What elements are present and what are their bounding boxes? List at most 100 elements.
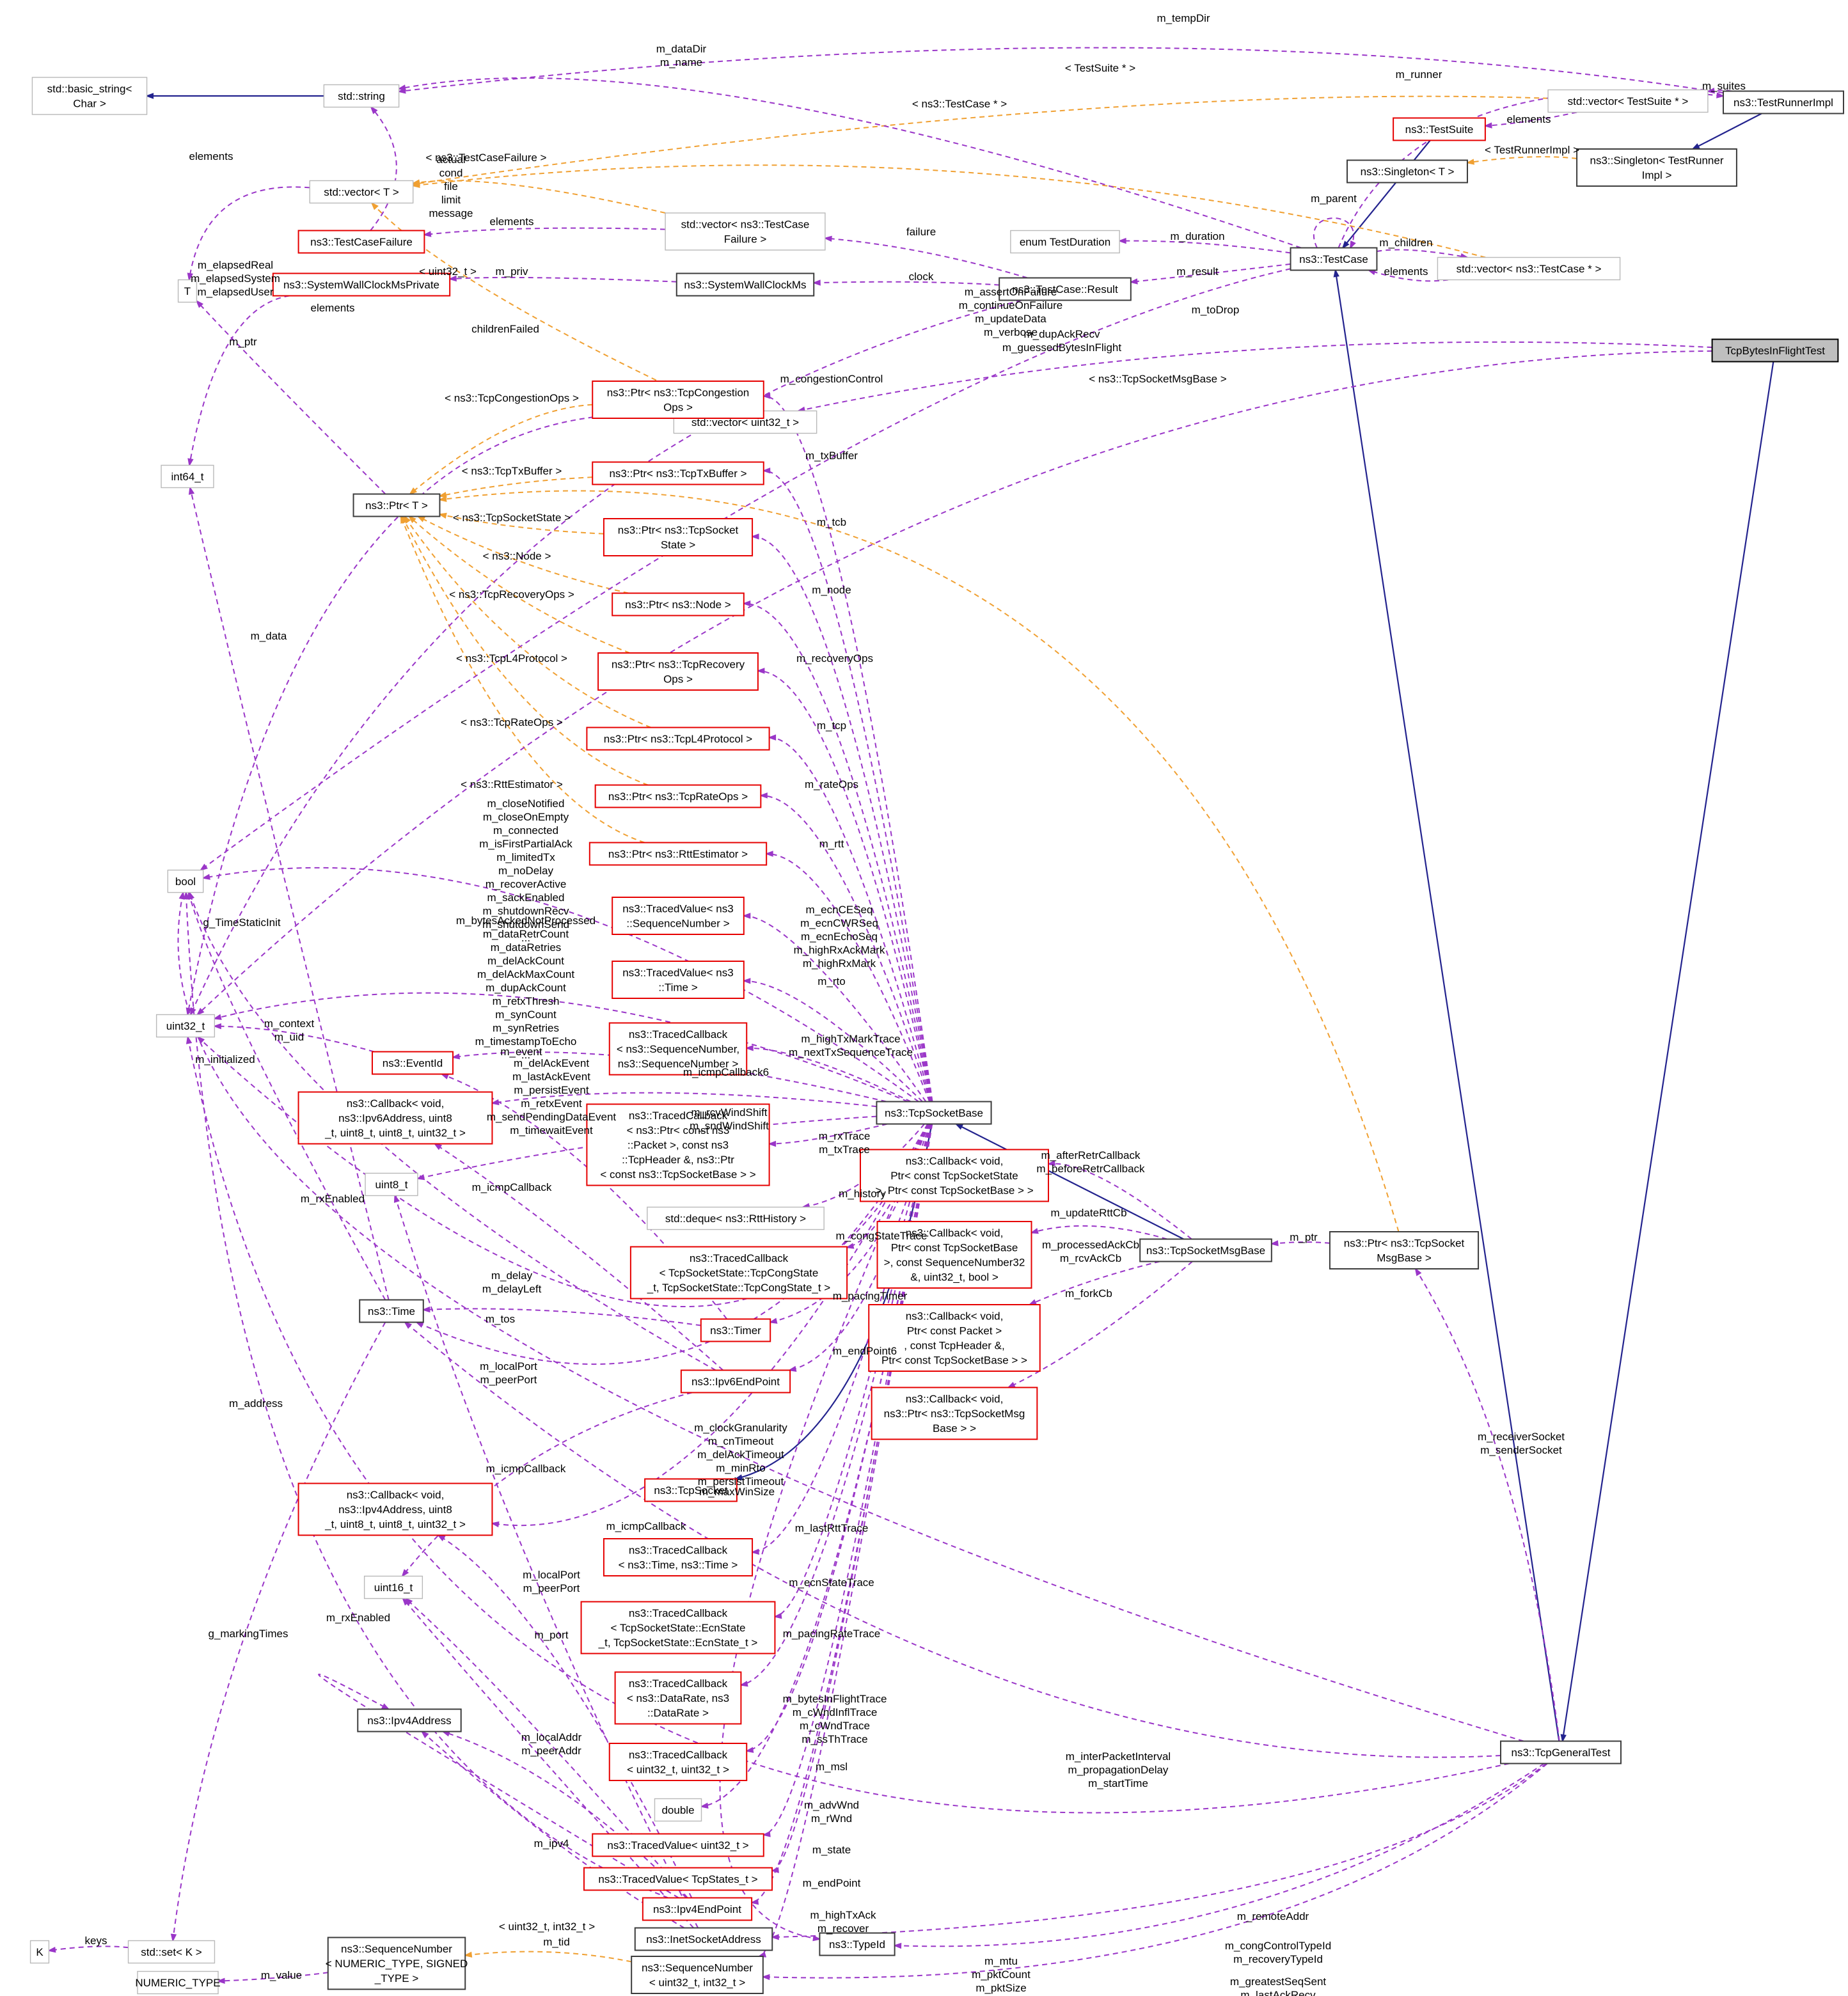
class-node-vecTCPtr[interactable]: std::vector< ns3::TestCase * > <box>1437 256 1621 281</box>
class-node-box-singletonT[interactable] <box>1347 159 1468 184</box>
class-node-cbState[interactable]: ns3::Callback< void,Ptr< const TcpSocket… <box>859 1149 1050 1202</box>
class-node-dequeRtt[interactable]: std::deque< ns3::RttHistory > <box>647 1206 825 1230</box>
class-node-box-cbPtrMsg[interactable] <box>871 1387 1038 1440</box>
class-node-box-testCaseFailure[interactable] <box>297 230 425 254</box>
class-node-box-double[interactable] <box>654 1798 702 1822</box>
class-node-bool[interactable]: bool <box>167 869 204 893</box>
class-node-box-ptrSockState[interactable] <box>603 518 754 556</box>
class-node-testCaseFailure[interactable]: ns3::TestCaseFailure <box>297 230 425 254</box>
class-node-double[interactable]: double <box>654 1798 702 1822</box>
class-node-ipv4Addr[interactable]: ns3::Ipv4Address <box>357 1708 462 1733</box>
class-node-box-wallMs[interactable] <box>675 272 815 297</box>
class-node-ptrL4[interactable]: ns3::Ptr< ns3::TcpL4Protocol > <box>586 727 770 751</box>
class-node-box-ptrRecovery[interactable] <box>597 652 759 691</box>
class-node-ptrRtt[interactable]: ns3::Ptr< ns3::RttEstimator > <box>588 842 768 866</box>
class-node-testRunner[interactable]: ns3::TestRunnerImpl <box>1723 90 1844 114</box>
class-node-tcPacket[interactable]: ns3::TracedCallback< ns3::Ptr< const ns3… <box>586 1103 770 1186</box>
class-node-box-numType[interactable] <box>137 1970 219 1995</box>
class-node-tvU32[interactable]: ns3::TracedValue< uint32_t > <box>592 1833 764 1857</box>
class-node-box-timer[interactable] <box>700 1318 771 1342</box>
class-node-box-vecTSPtr[interactable] <box>1547 89 1709 113</box>
class-node-box-tvU32[interactable] <box>592 1833 764 1857</box>
class-node-box-tvSeq[interactable] <box>612 897 745 935</box>
class-node-box-time[interactable] <box>359 1299 424 1323</box>
class-node-ipv6EP[interactable]: ns3::Ipv6EndPoint <box>680 1369 791 1394</box>
class-node-box-tcPacket[interactable] <box>586 1103 770 1186</box>
class-node-box-tcpGT[interactable] <box>1500 1740 1622 1764</box>
class-node-tcU32[interactable]: ns3::TracedCallback< uint32_t, uint32_t … <box>608 1743 748 1781</box>
class-node-box-tcU32[interactable] <box>608 1743 748 1781</box>
class-node-ptrNode[interactable]: ns3::Ptr< ns3::Node > <box>612 592 745 617</box>
class-node-box-tcpSocket[interactable] <box>644 1478 738 1502</box>
class-node-box-uint8[interactable] <box>365 1172 418 1197</box>
class-node-main[interactable]: TcpBytesInFlightTest <box>1711 338 1839 363</box>
class-node-box-ptrRateOps[interactable] <box>594 784 762 808</box>
class-node-wallMs[interactable]: ns3::SystemWallClockMs <box>675 272 815 297</box>
class-node-box-tcTT[interactable] <box>603 1538 754 1576</box>
class-node-box-ptrTxBuf[interactable] <box>592 461 764 485</box>
class-node-box-uint32[interactable] <box>155 1014 216 1038</box>
class-node-basicString[interactable]: std::basic_string<Char > <box>31 77 148 115</box>
class-node-testSuite[interactable]: ns3::TestSuite <box>1393 117 1486 141</box>
class-node-box-tsb[interactable] <box>876 1101 992 1125</box>
class-node-T[interactable]: T <box>177 279 198 303</box>
class-node-uint16[interactable]: uint16_t <box>363 1575 423 1599</box>
class-node-box-enumTD[interactable] <box>1010 230 1120 254</box>
class-node-box-ipv4EP[interactable] <box>642 1897 753 1921</box>
class-node-box-dequeRtt[interactable] <box>647 1206 825 1230</box>
class-node-setK[interactable]: std::set< K > <box>127 1940 216 1964</box>
class-node-uint32[interactable]: uint32_t <box>155 1014 216 1038</box>
class-node-ptrTxBuf[interactable]: ns3::Ptr< ns3::TcpTxBuffer > <box>592 461 764 485</box>
class-node-tcCong[interactable]: ns3::TracedCallback< TcpSocketState::Tcp… <box>629 1246 848 1300</box>
class-node-box-K[interactable] <box>29 1940 50 1964</box>
class-node-box-ptrL4[interactable] <box>586 727 770 751</box>
class-node-ptrRateOps[interactable]: ns3::Ptr< ns3::TcpRateOps > <box>594 784 762 808</box>
class-node-box-T[interactable] <box>177 279 198 303</box>
class-node-box-cbIpv4[interactable] <box>297 1482 493 1536</box>
class-node-box-setK[interactable] <box>127 1940 216 1964</box>
class-node-wallPriv[interactable]: ns3::SystemWallClockMsPrivate <box>272 272 451 297</box>
class-node-box-tvStates[interactable] <box>583 1867 773 1891</box>
class-node-box-uint16[interactable] <box>363 1575 423 1599</box>
class-node-box-testRunner[interactable] <box>1723 90 1844 114</box>
class-node-tcDR[interactable]: ns3::TracedCallback< ns3::DataRate, ns3:… <box>614 1671 742 1725</box>
class-node-box-testSuite[interactable] <box>1393 117 1486 141</box>
class-node-typeId[interactable]: ns3::TypeId <box>819 1932 896 1956</box>
class-node-box-cbSeq32[interactable] <box>876 1221 1032 1289</box>
class-node-vecTSPtr[interactable]: std::vector< TestSuite * > <box>1547 89 1709 113</box>
class-node-box-vecTCF[interactable] <box>665 212 826 251</box>
class-node-enumTD[interactable]: enum TestDuration <box>1010 230 1120 254</box>
class-node-cbIpv4[interactable]: ns3::Callback< void,ns3::Ipv4Address, ui… <box>297 1482 493 1536</box>
class-node-box-tcResult[interactable] <box>999 277 1132 301</box>
class-node-box-vectorT[interactable] <box>309 180 414 204</box>
class-node-tcEcn[interactable]: ns3::TracedCallback< TcpSocketState::Ecn… <box>580 1601 776 1654</box>
class-node-stdString[interactable]: std::string <box>323 84 400 108</box>
class-node-box-cbPkt[interactable] <box>868 1304 1041 1372</box>
class-node-box-typeId[interactable] <box>819 1932 896 1956</box>
class-node-tsb[interactable]: ns3::TcpSocketBase <box>876 1101 992 1125</box>
class-node-seqU32[interactable]: ns3::SequenceNumber< uint32_t, int32_t > <box>631 1956 764 1994</box>
class-node-tcResult[interactable]: ns3::TestCase::Result <box>999 277 1132 301</box>
class-node-cbIpv6[interactable]: ns3::Callback< void,ns3::Ipv6Address, ui… <box>297 1091 493 1145</box>
class-node-tvStates[interactable]: ns3::TracedValue< TcpStates_t > <box>583 1867 773 1891</box>
class-node-cbPtrMsg[interactable]: ns3::Callback< void,ns3::Ptr< ns3::TcpSo… <box>871 1387 1038 1440</box>
class-node-box-stdString[interactable] <box>323 84 400 108</box>
class-node-vectorT[interactable]: std::vector< T > <box>309 180 414 204</box>
class-node-box-ipv6EP[interactable] <box>680 1369 791 1394</box>
class-node-inet[interactable]: ns3::InetSocketAddress <box>634 1927 773 1951</box>
class-node-tcSeqSeq[interactable]: ns3::TracedCallback< ns3::SequenceNumber… <box>608 1022 748 1076</box>
class-node-box-vecTCPtr[interactable] <box>1437 256 1621 281</box>
class-node-box-msgBase[interactable] <box>1139 1238 1272 1262</box>
class-node-box-cbState[interactable] <box>859 1149 1050 1202</box>
class-node-box-tcDR[interactable] <box>614 1671 742 1725</box>
class-node-box-tcEcn[interactable] <box>580 1601 776 1654</box>
class-node-eventId[interactable]: ns3::EventId <box>371 1051 454 1075</box>
class-node-box-inet[interactable] <box>634 1927 773 1951</box>
class-node-box-bool[interactable] <box>167 869 204 893</box>
